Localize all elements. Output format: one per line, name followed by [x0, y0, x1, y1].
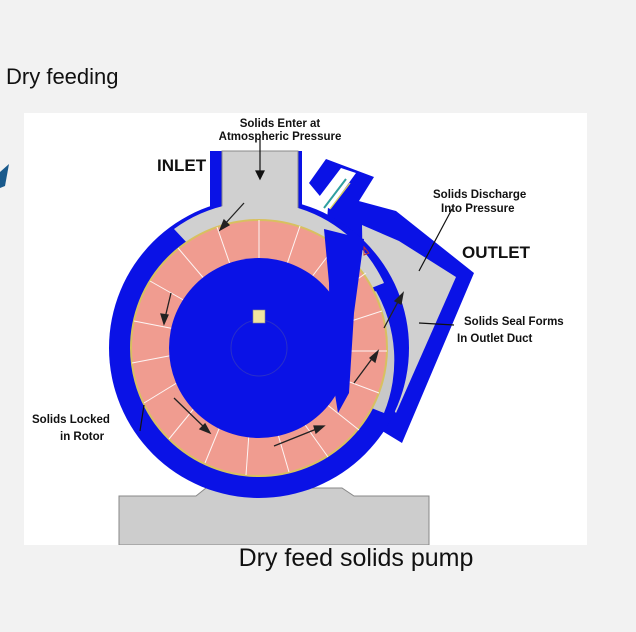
valve-marker [363, 245, 370, 256]
inlet-label: INLET [157, 156, 207, 175]
rotor-hub [169, 258, 349, 438]
vent-tube [309, 159, 374, 225]
arrow-icon [0, 164, 9, 188]
diagram-caption: Dry feed solids pump [238, 544, 474, 572]
locked-label-line2: in Rotor [60, 431, 105, 443]
shaft-key [252, 309, 266, 324]
pump-diagram-panel: INLET OUTLET Solids Enter at Atmospheric… [24, 113, 587, 545]
leader-lines [139, 139, 455, 432]
seal-forms-label-line1: Solids Seal Forms [464, 316, 564, 328]
outlet-separator [324, 229, 364, 413]
solids-pump-diagram: INLET OUTLET Solids Enter at Atmospheric… [32, 118, 564, 545]
seal-forms-label-line2: In Outlet Duct [457, 333, 533, 345]
pump-base [118, 487, 430, 545]
flow-arrows [160, 202, 405, 447]
outlet-label: OUTLET [462, 243, 531, 262]
seal-zone [362, 291, 395, 413]
solids-enter-label-line1: Solids Enter at [240, 118, 321, 130]
solids-enter-label-line2: Atmospheric Pressure [219, 131, 342, 143]
solids-discharge-label-line2: Into Pressure [441, 203, 515, 215]
slide-heading: Dry feeding [6, 64, 119, 89]
solids-discharge-label-line1: Solids Discharge [433, 189, 526, 201]
locked-label-line1: Solids Locked [32, 414, 110, 426]
